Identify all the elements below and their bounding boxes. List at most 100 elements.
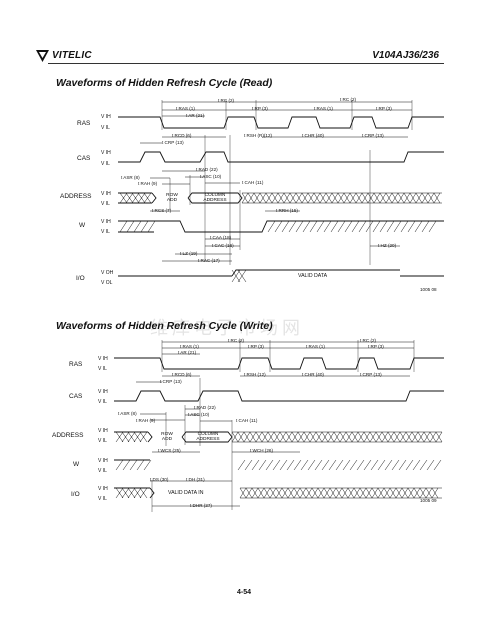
read-signal-ras: RAS [77,120,91,127]
write-signal-io: I/O [71,491,80,498]
read-section-title: Waveforms of Hidden Refresh Cycle (Read) [56,77,273,89]
hatch-line [245,487,253,499]
hatch-line [293,459,302,471]
read-param-trp: t RP (3) [252,106,268,111]
read-cas-waveform [118,151,444,163]
write-io-hatch-left [115,487,148,499]
read-addr-hatch-left [119,192,152,204]
read-io-vol: V OL [101,280,113,286]
write-valid-data-in: VALID DATA IN [168,490,204,496]
hatch-line [343,192,351,204]
write-w-vih: V IH [98,458,108,464]
write-cas-waveform [114,390,444,402]
hatch-line [435,431,443,443]
hatch-line [279,431,287,443]
read-param-tcrp2: t CRP (13) [362,133,384,138]
hatch-line [325,192,333,204]
hatch-line [369,431,377,443]
write-signal-w: W [73,461,80,468]
hatch-line [359,487,367,499]
hatch-line [377,459,386,471]
hatch-line [349,192,357,204]
write-param-tds: t DS (30) [150,477,169,482]
hatch-line [277,192,285,204]
brand-name: VITELIC [52,50,92,61]
read-addr-bus [151,192,157,204]
hatch-line [286,459,295,471]
hatch-line [387,431,395,443]
read-param-tras2: t RAS (1) [314,106,333,111]
read-param-tasr: t ASR (8) [121,175,140,180]
hatch-line [255,431,263,443]
hatch-line [271,192,279,204]
write-addr-hatch-left [115,431,148,443]
hatch-line [327,431,335,443]
hatch-line [353,487,361,499]
hatch-line [300,459,309,471]
write-param-tras2: t RAS (1) [306,344,325,349]
write-addr-vih: V IH [98,428,108,434]
hatch-line [330,220,339,233]
hatch-line [321,459,330,471]
read-param-tras: t RAS (1) [176,106,195,111]
hatch-line [315,431,323,443]
hatch-line [251,459,260,471]
hatch-line [433,192,441,204]
write-param-twch: t WCH (26) [250,448,273,453]
hatch-line [237,459,246,471]
read-param-thz: t HZ (20) [378,243,397,248]
write-param-tchr: t CHR (40) [302,372,324,377]
hatch-line [407,487,415,499]
hatch-line [365,487,373,499]
read-figure-id: 1005 08 [420,287,437,292]
hatch-line [244,459,253,471]
hatch-line [309,220,318,233]
hatch-line [288,220,297,233]
write-ras-vil: V IL [98,366,107,372]
hatch-line [405,459,414,471]
write-w-vil: V IL [98,468,107,474]
write-signal-address: ADDRESS [52,432,84,439]
hatch-line [393,431,401,443]
write-signal-cas: CAS [69,393,83,400]
hatch-line [391,459,400,471]
hatch-line [433,459,442,471]
read-addr-vil: V IL [101,201,110,207]
hatch-line [363,459,372,471]
read-param-trah: t RAH (9) [138,181,158,186]
read-signal-io: I/O [76,275,85,282]
hatch-line [259,192,267,204]
hatch-line [372,220,381,233]
read-param-trp2: t RP (3) [376,106,392,111]
hatch-line [337,192,345,204]
hatch-line [413,487,421,499]
write-param-trp: t RP (3) [248,344,264,349]
write-ras-vih: V IH [98,356,108,362]
hatch-line [421,220,430,233]
write-param-trc2: t RC (2) [360,338,377,343]
hatch-line [427,192,435,204]
read-param-tasc: t ASC (10) [200,174,222,179]
hatch-line [307,192,315,204]
write-param-trc: t RC (2) [228,338,245,343]
read-ras-vil: V IL [101,125,110,131]
hatch-line [395,487,403,499]
hatch-line [287,487,295,499]
hatch-line [285,431,293,443]
write-cas-vil: V IL [98,399,107,405]
hatch-line [323,220,332,233]
hatch-line [386,220,395,233]
read-param-trrh: t RRH (15) [276,208,298,213]
read-signal-w: W [79,222,86,229]
hatch-line [367,192,375,204]
hatch-line [389,487,397,499]
hatch-line [417,431,425,443]
write-param-tcrp: t CRP (13) [160,379,182,384]
hatch-line [302,220,311,233]
read-io-cross [231,269,247,283]
write-param-tcrp2: t CRP (13) [360,372,382,377]
read-signal-cas: CAS [77,155,91,162]
hatch-line [281,220,290,233]
